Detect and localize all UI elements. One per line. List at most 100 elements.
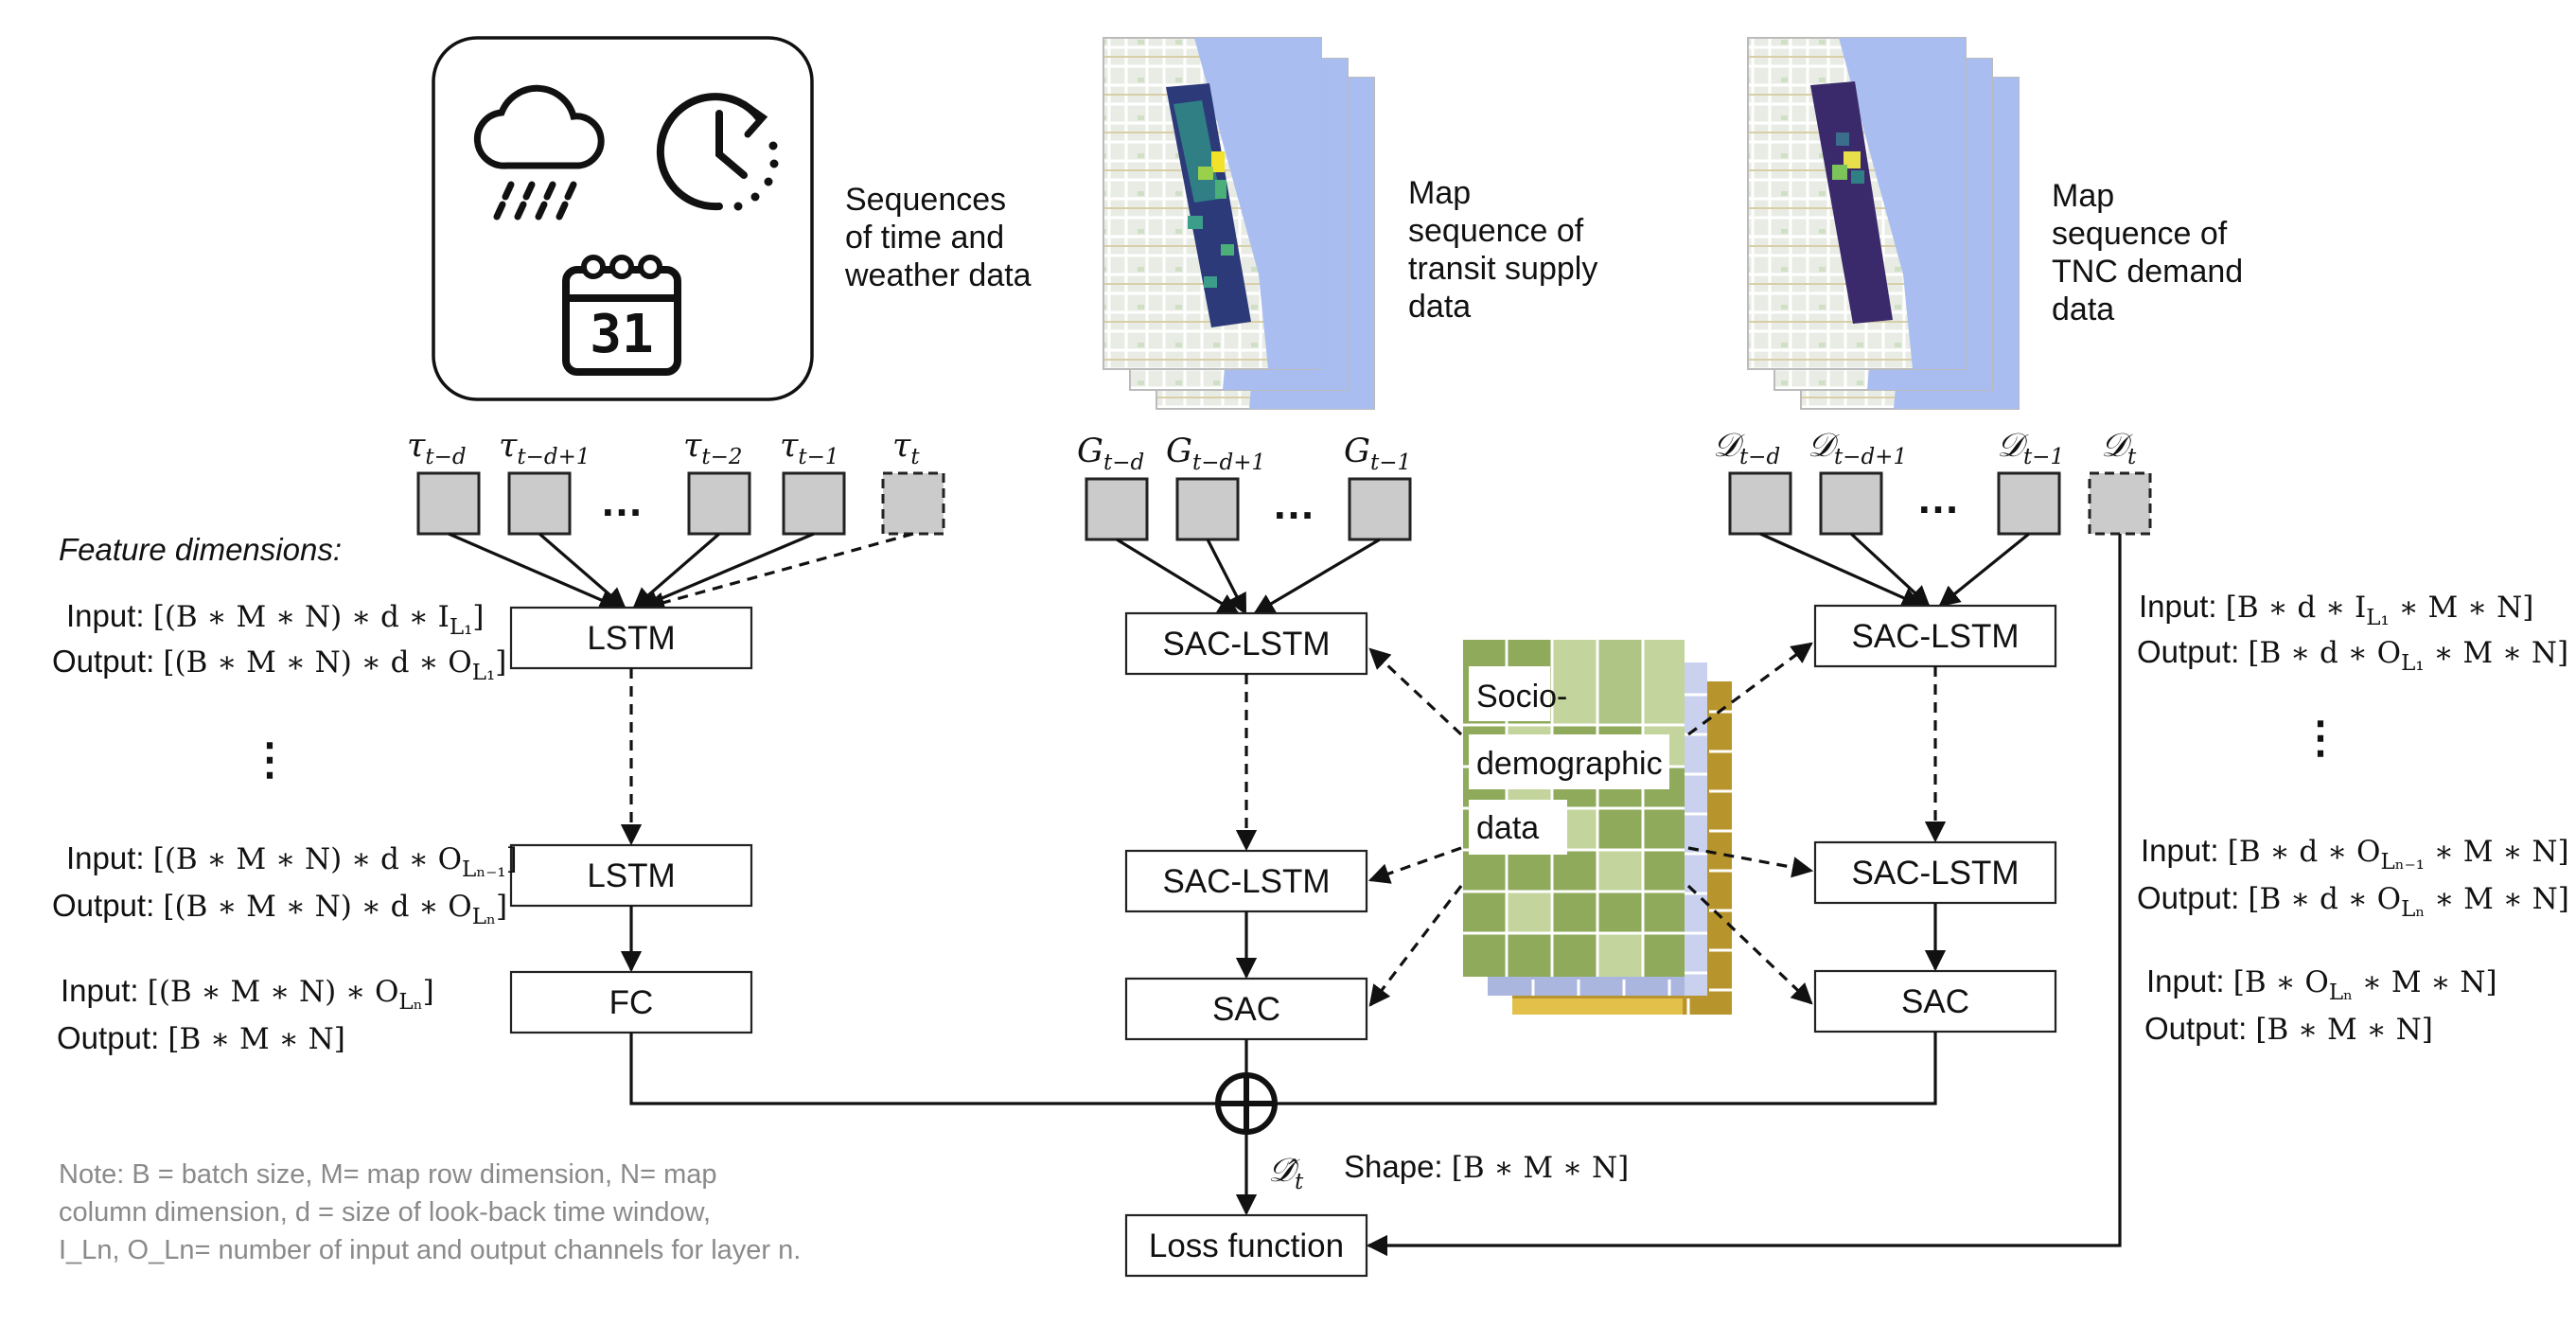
tau-ellipsis: … — [600, 476, 644, 525]
transit-caption-4: data — [1408, 289, 1471, 325]
time-weather-caption-2: of time and — [845, 220, 1004, 256]
right-dim-5: Input: [B ∗ OLₙ ∗ M ∗ N] — [2146, 963, 2497, 1005]
left-dims: Input: [(B ∗ M ∗ N) ∗ d ∗ IL₁] Output: [… — [52, 598, 518, 1056]
d-label: 𝒟t — [2101, 427, 2137, 469]
g-label: Gt−1 — [1344, 433, 1411, 475]
left-branch: Feature dimensions: LSTM LSTM FC ⋮ Input… — [52, 532, 753, 1056]
time-weather-caption: Sequences of time and weather data — [844, 182, 1032, 293]
clock-icon — [656, 93, 779, 211]
right-vertical-ellipsis: ⋮ — [2299, 713, 2342, 762]
prediction-shape: Shape: [B ∗ M ∗ N] — [1344, 1149, 1629, 1185]
sac-lstm-right-1-label: SAC-LSTM — [1852, 618, 2020, 655]
d-label: 𝒟t−d+1 — [1808, 427, 1907, 469]
socio-grid — [1463, 640, 1685, 977]
sac-lstm-mid-1 — [1124, 611, 1368, 676]
demand-caption-2: sequence of — [2052, 216, 2228, 252]
demand-caption-3: TNC demand — [2052, 254, 2243, 290]
left-dim-5: Input: [(B ∗ M ∗ N) ∗ OLₙ] — [61, 973, 434, 1015]
middle-branch: SAC-LSTM SAC-LSTM SAC — [1124, 611, 1368, 1041]
lstm-box-2-label: LSTM — [587, 857, 675, 894]
time-weather-caption-3: weather data — [844, 257, 1032, 293]
socio-demographic-stack: Socio- demographic data — [1463, 640, 1732, 1015]
left-vertical-ellipsis: ⋮ — [248, 734, 291, 784]
d-target-box — [2088, 471, 2152, 536]
g-input-box — [1085, 477, 1149, 541]
d-inputs: 𝒟t−d 𝒟t−d+1 𝒟t−1 𝒟t … — [1713, 427, 2152, 536]
sac-lstm-right-2 — [1813, 840, 2057, 905]
sac-lstm-right-1 — [1813, 604, 2057, 668]
right-dim-4: Output: [B ∗ d ∗ OLₙ ∗ M ∗ N] — [2137, 880, 2569, 922]
left-dim-2: Output: [(B ∗ M ∗ N) ∗ d ∗ OL₁] — [52, 644, 506, 685]
sum-node — [1215, 1072, 1278, 1135]
sac-lstm-mid-1-label: SAC-LSTM — [1163, 626, 1331, 662]
left-dim-1: Input: [(B ∗ M ∗ N) ∗ d ∗ IL₁] — [66, 598, 484, 640]
transit-caption-3: transit supply — [1408, 251, 1597, 287]
d-input-box — [1997, 471, 2061, 536]
g-label: Gt−d — [1077, 433, 1144, 475]
g-arrows — [1116, 538, 1381, 615]
loss-function-label: Loss function — [1149, 1228, 1344, 1264]
lstm-box-1-label: LSTM — [587, 620, 675, 657]
footnote: Note: B = batch size, M= map row dimensi… — [59, 1159, 801, 1265]
tau-arrows — [448, 532, 914, 613]
socio-label-2: demographic — [1476, 746, 1663, 782]
g-ellipsis: … — [1272, 479, 1315, 528]
transit-map-caption: Map sequence of transit supply data — [1408, 175, 1597, 325]
right-dims: Input: [B ∗ d ∗ IL₁ ∗ M ∗ N] Output: [B … — [2137, 589, 2569, 1047]
calendar-icon: 31 — [562, 255, 681, 376]
transit-map-stack — [1103, 37, 1375, 410]
socio-label-1: Socio- — [1476, 679, 1567, 715]
transit-heatmap — [1166, 83, 1251, 327]
tau-label: τt−2 — [683, 427, 743, 469]
tau-input-box — [687, 471, 751, 536]
merge-and-loss: 𝒟̂t Shape: [B ∗ M ∗ N] Loss function — [629, 534, 2122, 1278]
tau-label: τt−1 — [780, 427, 839, 469]
note-line-1: Note: B = batch size, M= map row dimensi… — [59, 1159, 717, 1190]
tau-label: τt−d — [407, 427, 467, 469]
d-input-box — [1728, 471, 1792, 536]
feature-dimensions-heading: Feature dimensions: — [59, 532, 342, 567]
lstm-box-1 — [509, 606, 753, 670]
loss-function-box — [1124, 1213, 1368, 1278]
demand-caption-4: data — [2052, 292, 2114, 327]
demand-caption-1: Map — [2052, 178, 2114, 214]
left-dim-3: Input: [(B ∗ M ∗ N) ∗ d ∗ OLₙ₋₁] — [66, 840, 518, 882]
d-input-box — [1819, 471, 1883, 536]
demand-map-stack — [1747, 37, 2020, 410]
tau-input-box — [416, 471, 481, 536]
prediction-label: 𝒟̂t — [1268, 1152, 1304, 1194]
d-label: 𝒟t−d — [1713, 427, 1780, 469]
tau-input-box — [507, 471, 572, 536]
sac-mid-label: SAC — [1212, 991, 1280, 1028]
tau-label: τt−d+1 — [499, 427, 591, 469]
tau-target-box — [881, 471, 945, 536]
tau-label: τt — [892, 427, 920, 469]
demand-map-caption: Map sequence of TNC demand data — [2052, 178, 2243, 327]
sac-lstm-right-2-label: SAC-LSTM — [1852, 855, 2020, 892]
g-label: Gt−d+1 — [1166, 433, 1265, 475]
d-arrows — [1759, 532, 2031, 608]
tau-input-box — [782, 471, 846, 536]
socio-arrows — [1367, 642, 1814, 1007]
demand-heatmap — [1810, 81, 1893, 324]
time-weather-panel: 31 — [432, 36, 814, 401]
right-dim-3: Input: [B ∗ d ∗ OLₙ₋₁ ∗ M ∗ N] — [2141, 833, 2569, 874]
fc-box-label: FC — [609, 984, 654, 1021]
left-dim-4: Output: [(B ∗ M ∗ N) ∗ d ∗ OLₙ] — [52, 888, 507, 929]
d-label: 𝒟t−1 — [1997, 427, 2064, 469]
left-dim-6: Output: [B ∗ M ∗ N] — [57, 1020, 345, 1056]
right-dim-1: Input: [B ∗ d ∗ IL₁ ∗ M ∗ N] — [2139, 589, 2533, 630]
d-ellipsis: … — [1916, 473, 1960, 522]
socio-label-3: data — [1476, 810, 1539, 846]
right-branch: SAC-LSTM SAC-LSTM SAC ⋮ Input: [B ∗ d ∗ … — [1813, 589, 2569, 1047]
calendar-day: 31 — [590, 304, 653, 365]
g-inputs: Gt−d Gt−d+1 Gt−1 … — [1077, 433, 1412, 541]
note-line-3: I_Ln, O_Ln= number of input and output c… — [59, 1235, 801, 1265]
rain-cloud-icon — [473, 84, 605, 221]
right-dim-6: Output: [B ∗ M ∗ N] — [2144, 1011, 2433, 1047]
transit-caption-1: Map — [1408, 175, 1471, 211]
tau-inputs: τt−d τt−d+1 τt−2 τt−1 τt … — [407, 427, 945, 536]
transit-caption-2: sequence of — [1408, 213, 1584, 249]
sac-mid — [1124, 977, 1368, 1041]
